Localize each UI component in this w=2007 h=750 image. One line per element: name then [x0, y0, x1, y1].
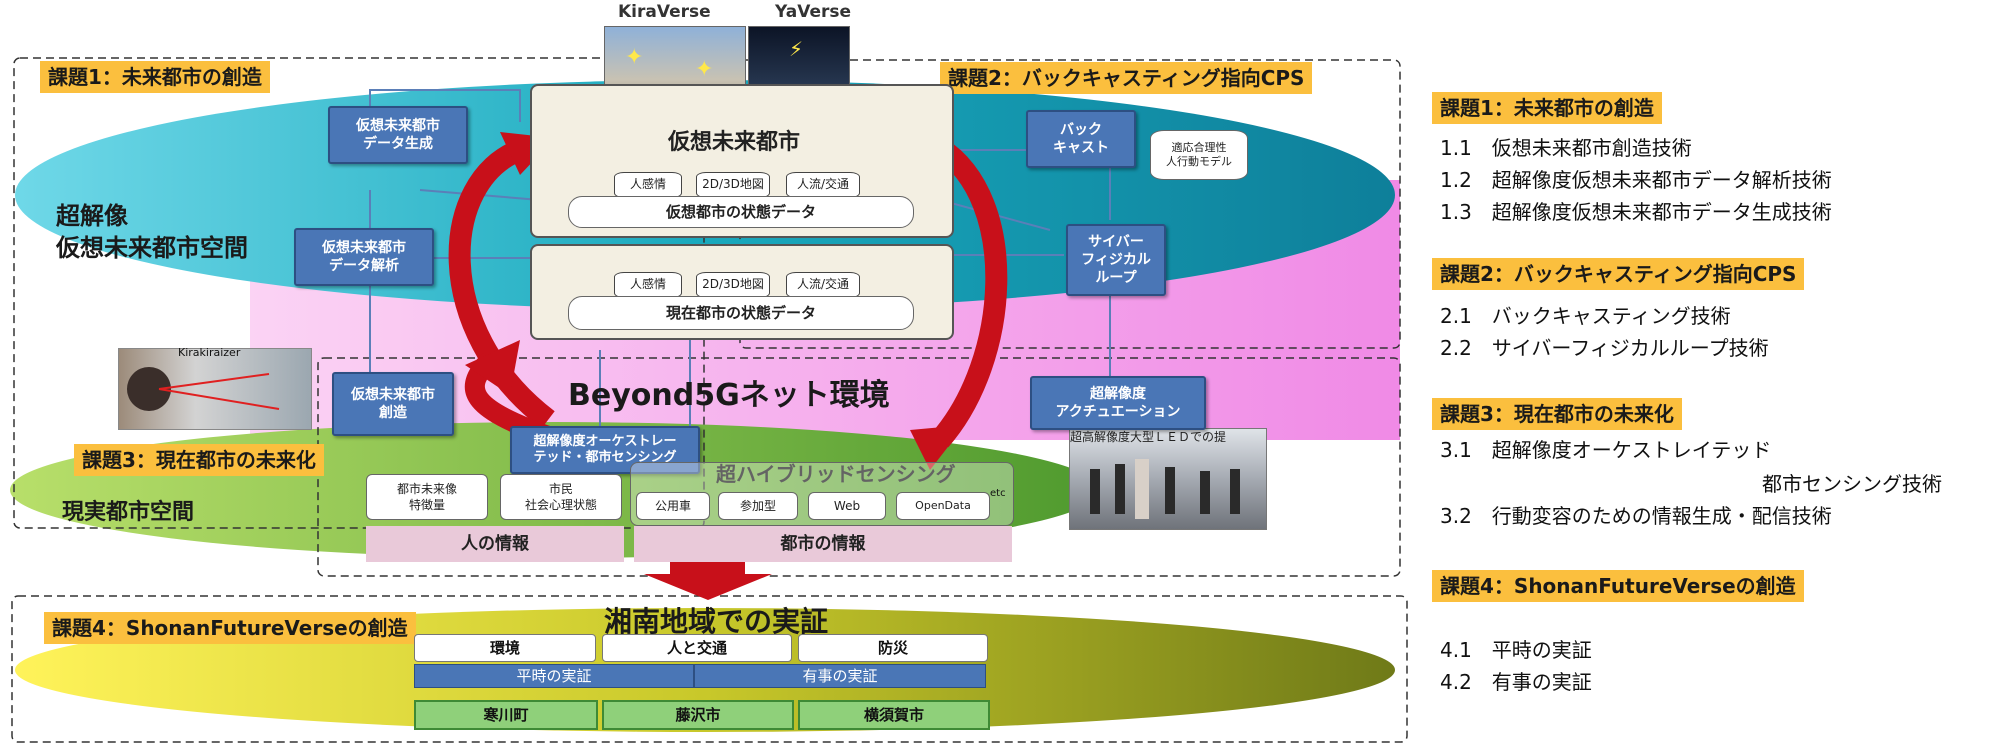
place-samukawa: 寒川町 [414, 700, 598, 730]
led-photo [1069, 428, 1267, 530]
lightning-icon: ⚡ [789, 37, 804, 61]
opendata-text: OpenData [915, 499, 971, 512]
virtual-state-bar: 仮想都市の状態データ [568, 196, 914, 228]
kiraverse-caption: KiraVerse [618, 2, 711, 22]
backcast-text: バック キャスト [1053, 122, 1109, 156]
right-task2-item: 2.2 サイバーフィジカルループ技術 [1440, 336, 1769, 360]
mode-emergency: 有事の実証 [694, 664, 986, 688]
public-car-text: 公用車 [654, 499, 691, 513]
right-task3-item: 3.2 行動変容のための情報生成・配信技術 [1440, 504, 1832, 528]
cylinder-flow-current: 人流/交通 [786, 272, 860, 298]
kirakiraizer-caption: Kirakiraizer [178, 346, 241, 359]
web-text: Web [833, 499, 861, 513]
virtual-space-title-1: 超解像 [56, 202, 128, 230]
topic-people-traffic: 人と交通 [602, 634, 792, 662]
adaptive-model-text: 適応合理性 人行動モデル [1166, 141, 1232, 168]
task4-label: 課題4：ShonanFutureVerseの創造 [44, 612, 416, 644]
feature-box: 都市未来像 特徴量 [366, 474, 488, 520]
task3-label: 課題3：現在都市の未来化 [74, 444, 324, 476]
led-caption: 超高解像度大型ＬＥＤでの提 [1070, 430, 1227, 444]
feature-text: 都市未来像 特徴量 [396, 482, 457, 512]
right-task4-header: 課題4：ShonanFutureVerseの創造 [1432, 570, 1804, 602]
data-gen-text: 仮想未来都市 データ生成 [356, 118, 440, 152]
right-task1-header: 課題1：未来都市の創造 [1432, 92, 1662, 124]
kirakiraizer-photo [118, 348, 312, 430]
yaverse-caption: YaVerse [775, 2, 852, 22]
mode-normal: 平時の実証 [414, 664, 694, 688]
cps-loop-box: サイバー フィジカル ループ [1066, 224, 1166, 296]
data-gen-box: 仮想未来都市 データ生成 [328, 106, 468, 164]
orchestrated-box: 超解像度オーケストレー テッド・都市センシング [510, 426, 700, 474]
virtual-state-text: 仮想都市の状態データ [665, 203, 816, 221]
topic-environment: 環境 [414, 634, 596, 662]
sparkle-icon: ✦ [695, 57, 714, 82]
people-info-bar: 人の情報 [366, 526, 624, 562]
cylinder-emotion: 人感情 [614, 172, 682, 198]
right-task1-item: 1.3 超解像度仮想未来都市データ生成技術 [1440, 200, 1832, 224]
participatory-text: 参加型 [739, 499, 776, 513]
right-task1-item: 1.2 超解像度仮想未来都市データ解析技術 [1440, 168, 1832, 192]
right-task2-item: 2.1 バックキャスティング技術 [1440, 304, 1731, 328]
data-analysis-box: 仮想未来都市 データ解析 [294, 228, 434, 286]
citizen-box: 市民 社会心理状態 [500, 474, 622, 520]
down-arrow [644, 556, 772, 600]
data-analysis-text: 仮想未来都市 データ解析 [322, 240, 406, 274]
cylinder-flow: 人流/交通 [786, 172, 860, 198]
current-state-text: 現在都市の状態データ [665, 304, 816, 322]
right-task3-header: 課題3：現在都市の未来化 [1432, 398, 1682, 430]
creation-text: 仮想未来都市 創造 [351, 387, 435, 421]
right-task3-item: 都市センシング技術 [1762, 472, 1942, 496]
sensing-title: 超ハイブリッドセンシング [716, 462, 956, 486]
sensing-item-participatory: 参加型 [718, 492, 798, 520]
cylinder-map: 2D/3D地図 [696, 172, 770, 198]
sensing-item-opendata: OpenData [896, 492, 990, 520]
place-yokosuka: 横須賀市 [798, 700, 990, 730]
right-task4-item: 4.2 有事の実証 [1440, 670, 1592, 694]
citizen-text: 市民 社会心理状態 [524, 482, 597, 512]
task2-dashed-frame [739, 59, 1401, 349]
task1-label: 課題1：未来都市の創造 [40, 61, 270, 93]
sensing-item-public-car: 公用車 [636, 492, 710, 520]
place-fujisawa: 藤沢市 [602, 700, 794, 730]
adaptive-model-cylinder: 適応合理性 人行動モデル [1150, 130, 1248, 180]
cps-loop-text: サイバー フィジカル ループ [1081, 234, 1151, 286]
city-info-bar: 都市の情報 [634, 526, 1012, 562]
shonan-title: 湘南地域での実証 [604, 605, 829, 638]
right-task4-item: 4.1 平時の実証 [1440, 638, 1592, 662]
network-title: Beyond5Gネット環境 [568, 378, 890, 413]
cylinder-emotion-current: 人感情 [614, 272, 682, 298]
creation-box: 仮想未来都市 創造 [332, 372, 454, 436]
sensing-etc: etc [990, 488, 1006, 499]
actuation-box: 超解像度 アクチュエーション [1030, 376, 1206, 430]
actuation-text: 超解像度 アクチュエーション [1055, 386, 1181, 420]
right-task3-item: 3.1 超解像度オーケストレイテッド [1440, 438, 1772, 462]
virtual-city-title: 仮想未来都市 [668, 130, 801, 155]
virtual-space-title-2: 仮想未来都市空間 [56, 234, 248, 262]
orchestrated-text: 超解像度オーケストレー テッド・都市センシング [533, 434, 677, 465]
task2-label: 課題2：バックキャスティング指向CPS [940, 62, 1313, 94]
backcast-box: バック キャスト [1026, 110, 1136, 168]
sensing-item-web: Web [808, 492, 886, 520]
real-space-title: 現実都市空間 [62, 500, 195, 525]
right-task2-header: 課題2：バックキャスティング指向CPS [1432, 258, 1805, 290]
current-state-bar: 現在都市の状態データ [568, 296, 914, 330]
right-task1-item: 1.1 仮想未来都市創造技術 [1440, 136, 1692, 160]
red-arrow-right [931, 138, 1008, 448]
topic-disaster: 防災 [798, 634, 988, 662]
sparkle-icon: ✦ [625, 45, 644, 70]
cylinder-map-current: 2D/3D地図 [696, 272, 770, 298]
